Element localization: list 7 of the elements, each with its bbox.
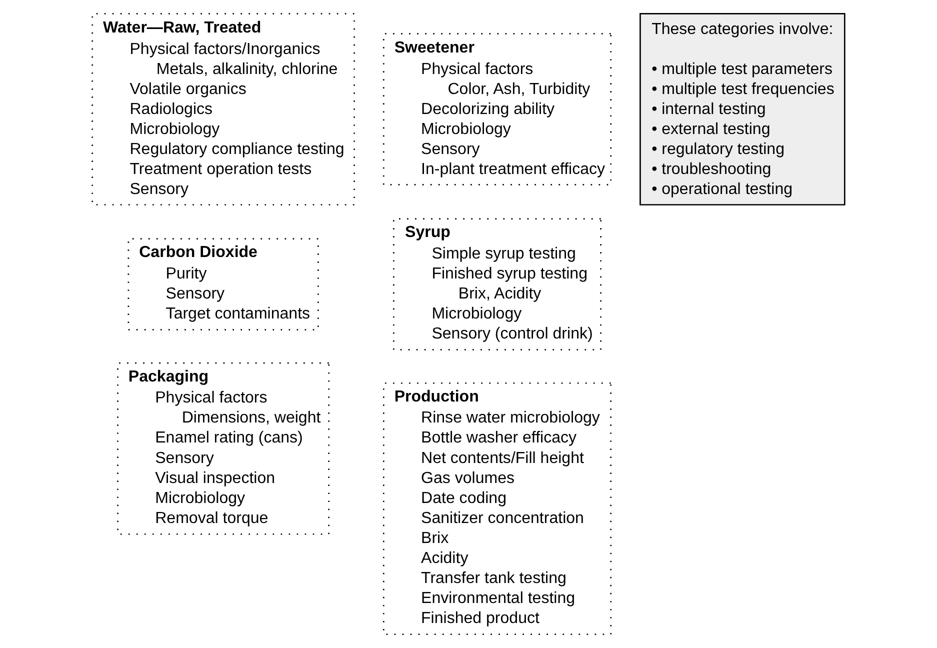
node-box: Water—Raw, Treated Physical factors/Inorganics Metals, alkalinity, chlorine Volatile organics Radiologics Microbiology Regulatory compliance testing Treatment operation tests Sensory — [92, 12, 355, 206]
node-box: These categories involve: • multiple test parameters • multiple test frequencies • internal testing • external testing • regulatory testing • troubleshooting • operational testing — [640, 12, 846, 206]
node-box: Production Rinse water microbiology Bottle washer efficacy Net contents/Fill height Gas volumes Date coding Sanitizer concentration Brix Acidity Transfer tank testing Environmental testing Finished product — [382, 382, 612, 636]
node-box: Syrup Simple syrup testing Finished syrup testing Brix, Acidity Microbiology Sensory (control drink) — [393, 218, 602, 350]
node-box: Packaging Physical factors Dimensions, weight Enamel rating (cans) Sensory Visual inspection Microbiology Removal torque — [117, 362, 330, 535]
node-box: Sweetener Physical factors Color, Ash, Turbidity Decolorizing ability Microbiology Sensory In-plant treatment efficacy — [382, 33, 612, 186]
node-box: Carbon Dioxide Purity Sensory Target contaminants — [128, 238, 319, 330]
